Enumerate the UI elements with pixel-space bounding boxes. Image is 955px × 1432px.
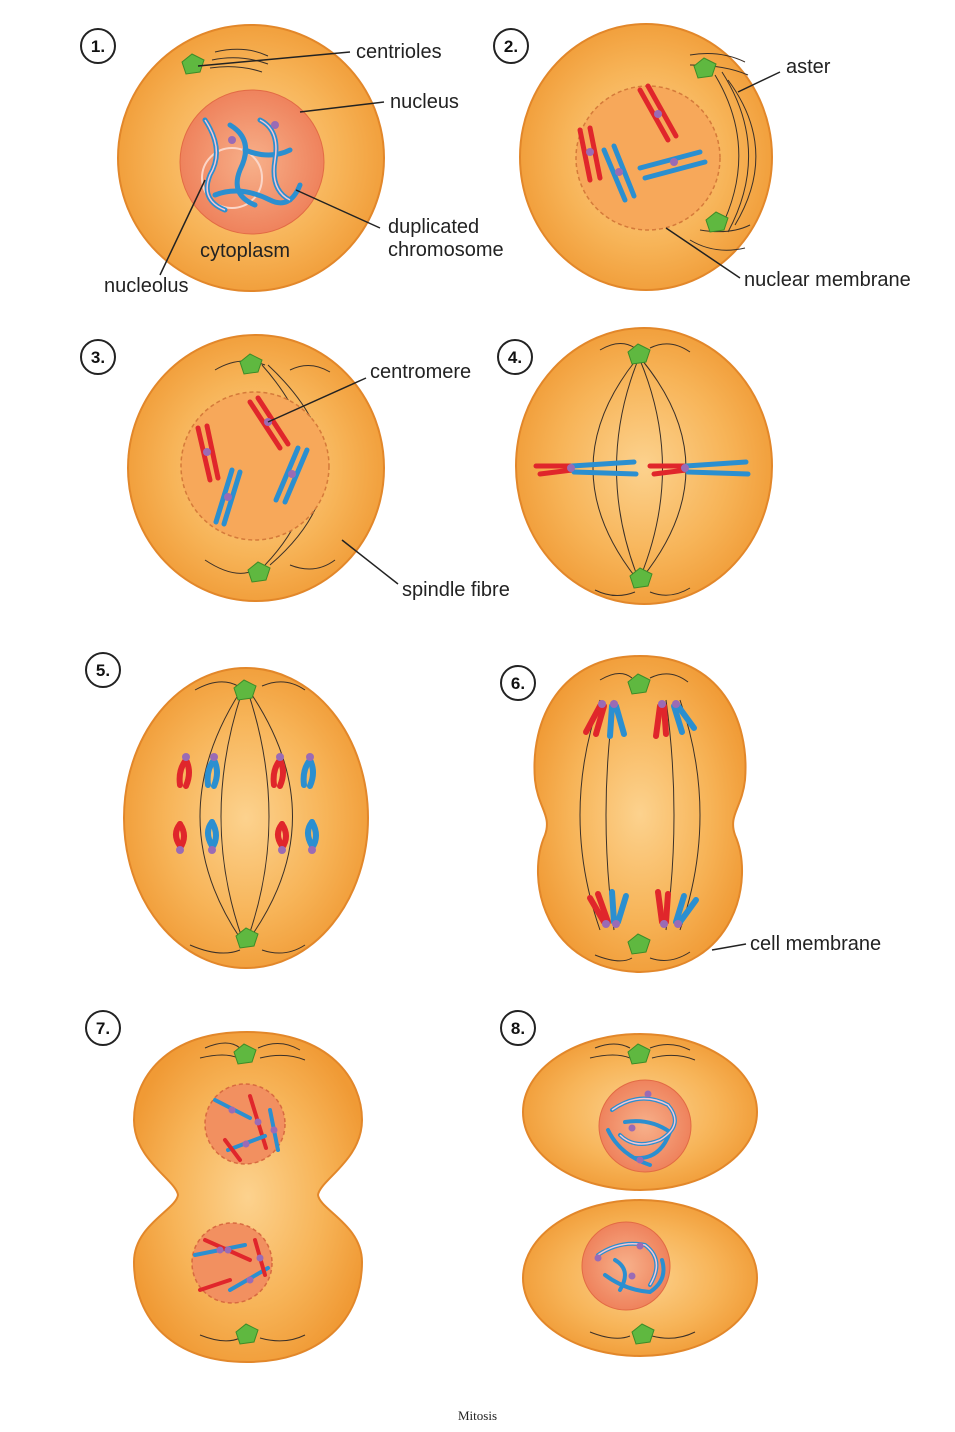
centromere [271, 121, 279, 129]
figure-caption: Mitosis [0, 1408, 955, 1424]
label-duplicated-chromosome-1: duplicated [388, 216, 479, 238]
stage-7: 7. [86, 1011, 362, 1362]
cell [134, 1032, 362, 1362]
stage-number: 7. [96, 1019, 110, 1038]
label-centromere: centromere [370, 361, 471, 383]
stage-number: 2. [504, 37, 518, 56]
mitosis-diagram: 1. centrioles nucleus duplica [0, 0, 955, 1400]
label-centrioles: centrioles [356, 41, 442, 63]
stage-number: 6. [511, 674, 525, 693]
label-cytoplasm: cytoplasm [200, 240, 290, 262]
cell [124, 668, 368, 968]
stage-5: 5. [86, 653, 368, 968]
label-cell-membrane: cell membrane [750, 933, 881, 955]
label-aster: aster [786, 56, 831, 78]
stage-number: 8. [511, 1019, 525, 1038]
label-duplicated-chromosome-2: chromosome [388, 239, 504, 261]
centromere [615, 168, 623, 176]
label-spindle-fibre: spindle fibre [402, 579, 510, 601]
label-nucleolus: nucleolus [104, 275, 189, 297]
stage-3: 3. centromere spindle fibre [81, 335, 510, 601]
stage-number: 4. [508, 348, 522, 367]
stage-number: 5. [96, 661, 110, 680]
centromere [670, 158, 678, 166]
stage-1: 1. centrioles nucleus duplica [81, 25, 504, 297]
centromere [228, 136, 236, 144]
stage-6: 6. cell membrane [501, 656, 881, 972]
centromere [203, 448, 211, 456]
centromere [567, 464, 575, 472]
leader-line [712, 944, 746, 950]
centromere [586, 148, 594, 156]
centromere [654, 110, 662, 118]
centromere [224, 493, 232, 501]
stage-4: 4. [498, 328, 772, 604]
label-nucleus: nucleus [390, 91, 459, 113]
stage-8: 8. [501, 1011, 757, 1356]
stage-2: 2. aster nuclear membrane [494, 24, 911, 291]
centromere [681, 464, 689, 472]
label-nuclear-membrane: nuclear membrane [744, 269, 911, 291]
cell [534, 656, 745, 972]
stage-number: 3. [91, 348, 105, 367]
stage-number: 1. [91, 37, 105, 56]
centromere [288, 470, 296, 478]
